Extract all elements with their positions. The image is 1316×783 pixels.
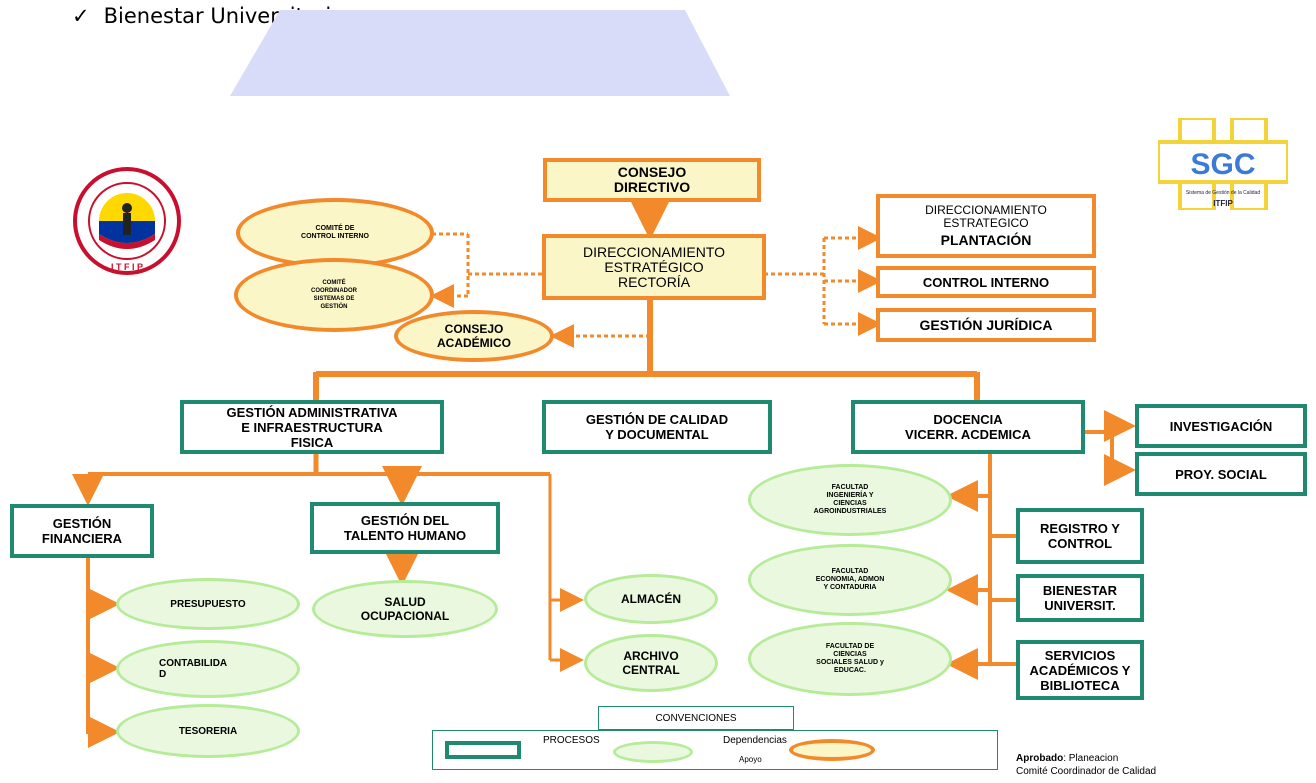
box-investigacion: INVESTIGACIÓN bbox=[1135, 404, 1307, 448]
legend-title-box: CONVENCIONES bbox=[598, 706, 794, 730]
oval-facultad-sociales: FACULTAD DE CIENCIAS SOCIALES SALUD y ED… bbox=[748, 622, 952, 696]
box-gestion-juridica: GESTIÓN JURÍDICA bbox=[876, 308, 1096, 342]
box-bienestar: BIENESTAR UNIVERSIT. bbox=[1016, 574, 1144, 622]
box-gestion-administrativa: GESTIÓN ADMINISTRATIVA E INFRAESTRUCTURA… bbox=[180, 400, 444, 454]
oval-archivo-central: ARCHIVO CENTRAL bbox=[584, 634, 718, 692]
legend-title: CONVENCIONES bbox=[655, 712, 737, 724]
oval-almacen: ALMACÉN bbox=[584, 574, 718, 624]
sgc-logo-text: SGC bbox=[1190, 148, 1255, 181]
sgc-logo-bottom: ITFIP bbox=[1213, 199, 1233, 208]
checkmark-icon: ✓ bbox=[72, 4, 90, 28]
legend-dependency-swatch bbox=[613, 741, 693, 763]
oval-comite-control-interno: COMITÉ DE CONTROL INTERNO bbox=[236, 198, 434, 268]
oval-tesoreria: TESORERIA bbox=[116, 704, 300, 758]
planeacion-top-label: DIRECCIONAMIENTO ESTRATEGICO bbox=[925, 203, 1047, 230]
approval-line: Aprobado: Planeacion bbox=[1016, 752, 1156, 765]
approved-by: : Planeacion bbox=[1063, 753, 1119, 764]
box-gestion-calidad: GESTIÓN DE CALIDAD Y DOCUMENTAL bbox=[542, 400, 772, 454]
box-gestion-financiera: GESTIÓN FINANCIERA bbox=[10, 504, 154, 558]
institution-seal-logo: I T F I P bbox=[73, 167, 181, 275]
watermark-shape bbox=[230, 10, 730, 96]
legend-apoyo-label: Apoyo bbox=[739, 755, 762, 764]
planeacion-main-label: PLANTACIÓN bbox=[940, 232, 1032, 248]
box-planeacion: DIRECCIONAMIENTO ESTRATEGICO PLANTACIÓN bbox=[876, 194, 1096, 258]
oval-facultad-economia: FACULTAD ECONOMIA, ADMON Y CONTADURIA bbox=[748, 544, 952, 616]
sgc-logo: SGC Sistema de Gestión de la Calidad ITF… bbox=[1156, 116, 1290, 212]
legend-support-swatch bbox=[789, 739, 875, 761]
approved-label: Aprobado bbox=[1016, 753, 1064, 764]
approval-committee: Comité Coordinador de Calidad bbox=[1016, 766, 1157, 777]
box-rectoria: DIRECCIONAMIENTO ESTRATÉGICO RECTORÍA bbox=[542, 234, 766, 300]
legend-box: PROCESOS Dependencias Apoyo bbox=[432, 730, 998, 770]
oval-presupuesto: PRESUPUESTO bbox=[116, 578, 300, 630]
legend-process-swatch bbox=[445, 741, 521, 759]
logo-bottom-text: I T F I P bbox=[111, 262, 143, 272]
oval-comite-coordinador: COMITÉ COORDINADOR SISTEMAS DE GESTIÓN bbox=[234, 258, 434, 332]
legend-procesos-label: PROCESOS bbox=[543, 735, 600, 746]
oval-facultad-ingenieria: FACULTAD INGENIERÍA Y CIENCIAS AGROINDUS… bbox=[748, 464, 952, 536]
approval-note: Aprobado: Planeacion Comité Coordinador … bbox=[1016, 752, 1156, 778]
oval-consejo-academico: CONSEJO ACADÉMICO bbox=[394, 310, 554, 362]
box-gestion-talento: GESTIÓN DEL TALENTO HUMANO bbox=[310, 502, 500, 554]
box-docencia: DOCENCIA VICERR. ACDEMICA bbox=[851, 400, 1085, 454]
sgc-logo-sub: Sistema de Gestión de la Calidad bbox=[1186, 190, 1260, 196]
legend-dependencias-label: Dependencias bbox=[723, 735, 787, 746]
oval-contabilidad: CONTABILIDA D bbox=[116, 640, 300, 698]
box-servicios-academicos: SERVICIOS ACADÉMICOS Y BIBLIOTECA bbox=[1016, 640, 1144, 700]
box-consejo-directivo: CONSEJO DIRECTIVO bbox=[543, 158, 761, 202]
box-proy-social: PROY. SOCIAL bbox=[1135, 452, 1307, 496]
box-registro-control: REGISTRO Y CONTROL bbox=[1016, 508, 1144, 564]
box-control-interno: CONTROL INTERNO bbox=[876, 266, 1096, 298]
oval-salud-ocupacional: SALUD OCUPACIONAL bbox=[312, 580, 498, 638]
